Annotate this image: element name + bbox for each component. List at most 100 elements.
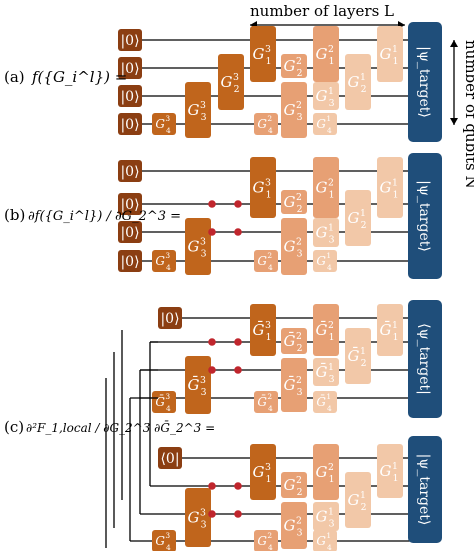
panel-a-gate-4-3-box	[152, 113, 176, 135]
panel-c-bottom-cut-dot-4	[234, 510, 242, 518]
qubits-arrow-top-head	[450, 40, 458, 47]
panel-c-top-gate-4-2-box	[254, 391, 278, 413]
panel-a-input-3-label: |0⟩	[120, 89, 139, 105]
panel-c-top-cut-dot-3	[208, 366, 216, 374]
panel-a-gate-3-3-box	[185, 82, 211, 138]
panel-c-top-target-box	[408, 300, 442, 418]
panel-a-input-3-box	[118, 85, 142, 107]
panel-b-gate-1-2-box	[313, 157, 339, 218]
panel-a-gate-4-1-box	[313, 113, 337, 135]
panel-c-top-cut-dot-2	[234, 338, 242, 346]
panel-c-top-cut-dot-1	[208, 338, 216, 346]
panel-b-gate-1-1-box	[377, 157, 403, 218]
panel-c-top-gate-4-1-box	[313, 391, 337, 413]
panel-c-bottom-cut-dot-3	[208, 510, 216, 518]
panel-a-gate-3-1-box	[313, 82, 339, 110]
panel-c-top-gate-3-1-box	[313, 358, 339, 386]
panel-b-gate-2-1-box	[345, 190, 371, 246]
panel-c-top-gate-2-2-box	[281, 328, 307, 354]
panel-b-gate-4-2-box	[254, 250, 278, 272]
panel-b-target-box	[408, 153, 442, 279]
panel-b-input-3-label: |0⟩	[120, 225, 139, 241]
panel-c-bottom-gate-4-2-box	[254, 530, 278, 552]
panel-c-top-gate-1-2-box	[313, 304, 339, 356]
panel-c-bottom-input-box	[158, 447, 182, 469]
panel-c-bottom-gate-4-3-box	[152, 530, 176, 552]
panel-a-target-box	[408, 22, 442, 142]
panel-c-bottom-input-label: ⟨0|	[160, 451, 179, 467]
panel-b-cut-dot-4	[234, 228, 242, 236]
panel-b-tag: (b)	[4, 206, 25, 224]
panel-b-input-1-label: |0⟩	[120, 164, 139, 180]
panel-c-bottom-gate-4-1-box	[313, 530, 337, 552]
panel-c-top-gate-2-1-box	[345, 328, 371, 384]
panel-b-cut-dot-3	[208, 228, 216, 236]
panel-a-gate-1-2-box	[313, 26, 339, 82]
panel-a-gate-1-1-box	[377, 26, 403, 82]
panel-b-input-1-box	[118, 160, 142, 182]
panel-c-outer-loops	[105, 330, 123, 548]
panel-b-target-label: |ψ_target⟩	[416, 180, 432, 252]
panel-c-bottom-gate-2-1-box	[345, 472, 371, 528]
panel-c-bottom-gate-3-3-box	[185, 488, 211, 547]
panel-a-target-label: |ψ_target⟩	[416, 46, 432, 118]
panel-c-bottom-target-label: |ψ_target⟩	[416, 454, 432, 526]
panel-a-gate-3-2-box	[281, 82, 307, 138]
panel-c-top-input-box	[158, 307, 182, 329]
panel-c-top-cut-dot-4	[234, 366, 242, 374]
panel-c-bottom-cut-dot-1	[208, 482, 216, 490]
panel-c-bottom-gate-1-2-box	[313, 444, 339, 500]
panel-c-top-target-label: ⟨ψ_target|	[416, 323, 432, 395]
panel-a-input-4-label: |0⟩	[120, 117, 139, 133]
panel-a-input-4-box	[118, 113, 142, 135]
panel-a-gate-2-2-box	[281, 54, 307, 78]
panel-c-top-gate-1-1-box	[377, 304, 403, 356]
panel-a-gate-1-3-box	[250, 26, 276, 82]
panel-c-formula: ∂²F_1,local / ∂G_2^3 ∂Ḡ_2^3 =	[26, 420, 215, 435]
panel-c-bottom-gate-2-2-box	[281, 472, 307, 498]
panel-c-top-gate-1-3-box	[250, 304, 276, 356]
panel-b-gate-3-1-box	[313, 218, 339, 247]
layers-label: number of layers L	[250, 2, 394, 20]
panel-a-input-2-label: |0⟩	[120, 61, 139, 77]
panel-b-gate-4-1-box	[313, 250, 337, 272]
panel-c-top-gate-4-3-box	[152, 391, 176, 413]
panel-a-input-1-box	[118, 29, 142, 51]
panel-b-cut-dot-2	[234, 200, 242, 208]
panel-b-gate-3-3-box	[185, 218, 211, 275]
panel-a-tag: (a)	[4, 68, 25, 86]
panel-c-tag: (c)	[4, 418, 24, 436]
panel-a-input-2-box	[118, 57, 142, 79]
